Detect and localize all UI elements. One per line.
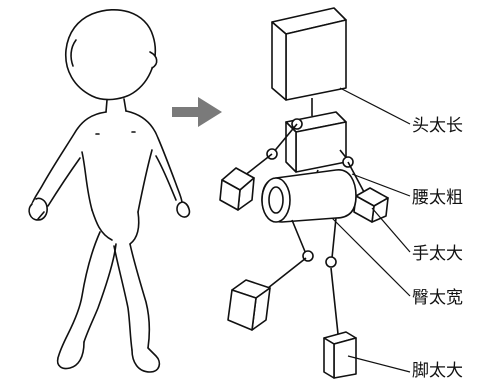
right-foot-box: [324, 332, 356, 378]
head-box: [272, 8, 346, 100]
label-hand: 手太大: [412, 244, 463, 264]
leader-foot: [348, 356, 410, 372]
leader-hip: [332, 218, 410, 296]
leader-head: [340, 88, 410, 124]
label-waist: 腰太粗: [412, 188, 463, 208]
right-arrow-icon: [172, 97, 222, 127]
chibi-figure-sketch: [29, 10, 189, 372]
label-foot: 脚太大: [412, 361, 463, 381]
knee-joint-right: [326, 257, 336, 267]
labels: 头太长 腰太粗 手太大 臀太宽 脚太大: [412, 116, 463, 381]
left-foot-box: [228, 280, 270, 330]
left-hand-box: [220, 168, 254, 210]
box-model-figure: [220, 8, 388, 378]
label-hip: 臀太宽: [412, 288, 463, 308]
leader-hand: [372, 208, 410, 252]
right-hand-box: [354, 188, 388, 222]
pelvis-cylinder: [262, 170, 356, 222]
label-head: 头太长: [412, 116, 463, 136]
